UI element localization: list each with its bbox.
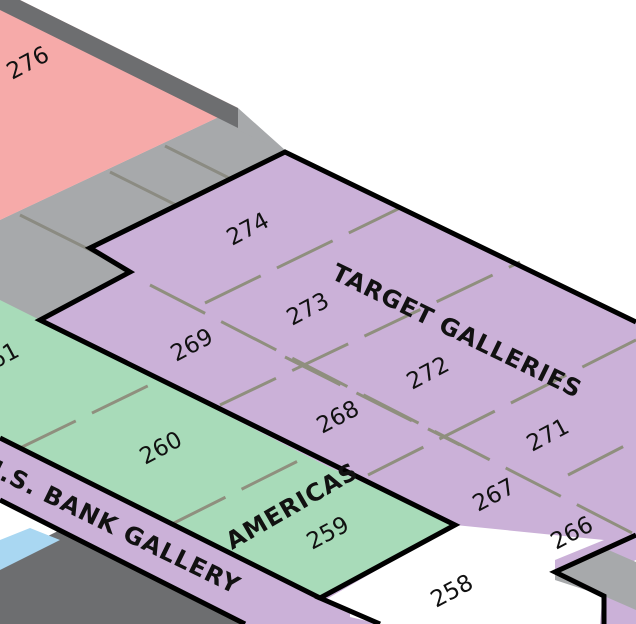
water-area — [0, 528, 60, 570]
room-divider — [219, 260, 521, 407]
room-258-label: 258 — [427, 570, 478, 614]
us-bank-gallery-area[interactable] — [0, 440, 350, 624]
lower-wall — [0, 530, 240, 624]
right-corridor-outline — [549, 532, 636, 624]
gallery-276-wall — [0, 0, 238, 128]
room-divider — [204, 206, 401, 305]
room-divider — [567, 438, 636, 477]
room-divider — [367, 338, 636, 477]
target-galleries-area[interactable] — [40, 152, 636, 624]
gallery-276-area[interactable] — [0, 0, 238, 220]
room-divider — [284, 355, 461, 447]
corridor-upper — [0, 108, 285, 330]
americas-gallery-area[interactable] — [0, 300, 455, 598]
room-divider — [19, 378, 161, 450]
americas-outline — [0, 435, 322, 601]
target-galleries-outline — [34, 149, 636, 624]
us-bank-outline — [0, 497, 247, 624]
room-divider — [169, 453, 311, 527]
